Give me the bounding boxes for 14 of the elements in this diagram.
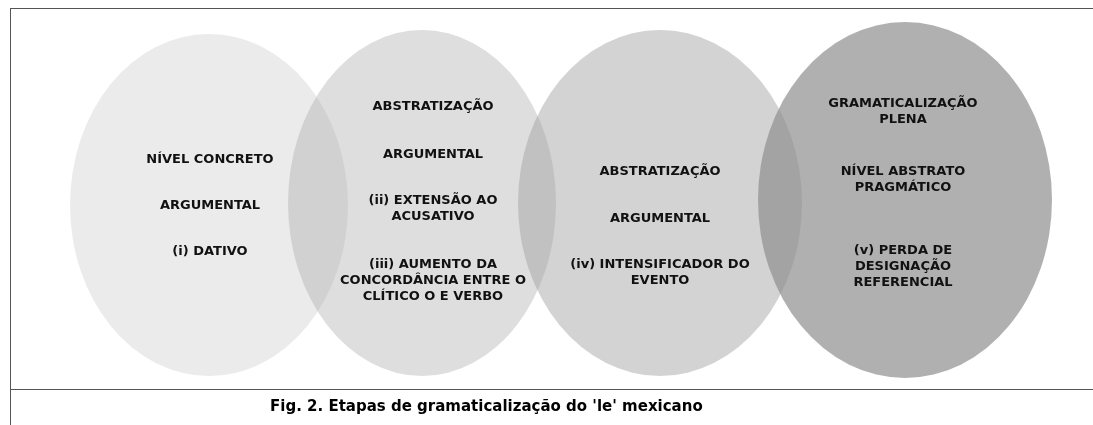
stage-text: (iv) INTENSIFICADOR DO EVENTO	[569, 256, 751, 288]
stage-text: (i) DATIVO	[171, 243, 249, 259]
stage-text: GRAMATICALIZAÇÃO PLENA	[827, 95, 979, 127]
stage-text: NÍVEL CONCRETO	[145, 151, 275, 167]
figure-caption: Fig. 2. Etapas de gramaticalização do 'le' mexicano	[270, 397, 703, 415]
stage-text: (iii) AUMENTO DA CONCORDÂNCIA ENTRE O CLÍTICO O E VERBO	[339, 256, 527, 304]
stage-text: (ii) EXTENSÃO AO ACUSATIVO	[367, 192, 499, 224]
stage-text: ABSTRATIZAÇÃO	[371, 98, 495, 114]
stage-text: ARGUMENTAL	[158, 197, 262, 213]
stage-text: ARGUMENTAL	[381, 146, 485, 162]
stage-text: ABSTRATIZAÇÃO	[598, 163, 722, 179]
stage-text: NÍVEL ABSTRATO PRAGMÁTICO	[839, 163, 967, 195]
stage-text: (v) PERDA DE DESIGNAÇÃO REFERENCIAL	[852, 242, 954, 290]
stage-text: ARGUMENTAL	[608, 210, 712, 226]
